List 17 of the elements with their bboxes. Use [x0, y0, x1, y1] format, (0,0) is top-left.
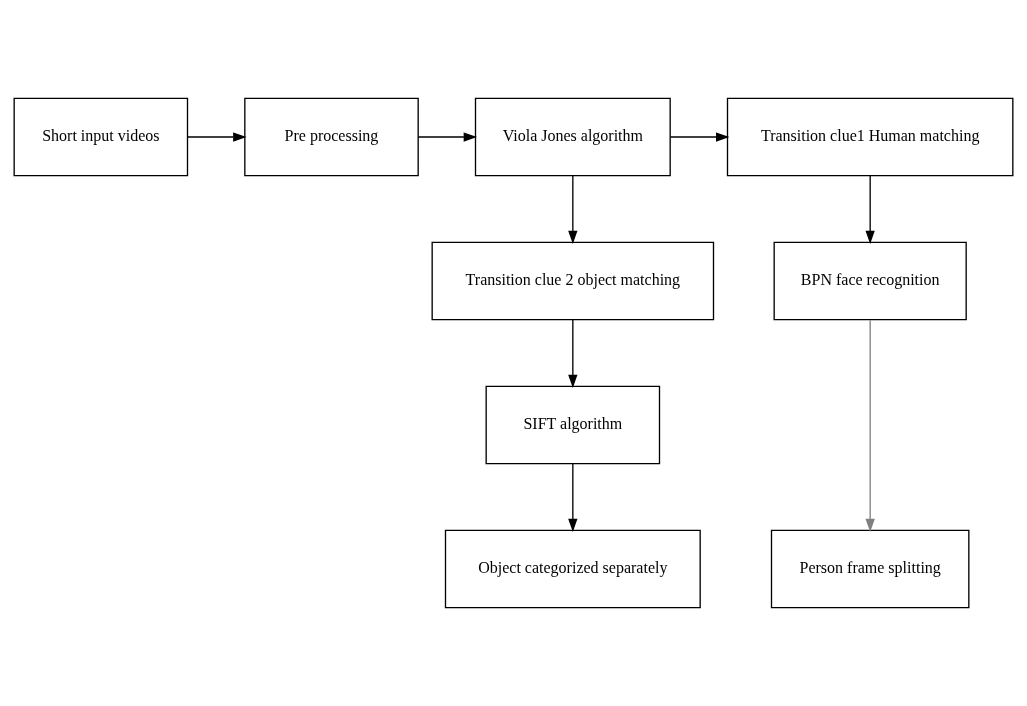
- node-box: Transition clue 2 object matching: [431, 241, 715, 321]
- arrow: [865, 175, 875, 244]
- node-box: Pre processing: [244, 97, 419, 177]
- node-box: BPN face recognition: [773, 241, 967, 321]
- node-box: Short input videos: [13, 97, 189, 177]
- arrow: [568, 319, 578, 388]
- arrow: [568, 463, 578, 532]
- node-box: Person frame splitting: [770, 529, 970, 609]
- arrow: [865, 319, 875, 533]
- node-box: Object categorized separately: [444, 529, 701, 609]
- node-box: Viola Jones algorithm: [474, 97, 671, 177]
- node-box: Transition clue1 Human matching: [726, 97, 1014, 177]
- arrow: [187, 132, 247, 142]
- arrow: [568, 175, 578, 244]
- arrow: [417, 132, 477, 142]
- node-box: SIFT algorithm: [485, 385, 661, 465]
- arrow: [669, 132, 730, 142]
